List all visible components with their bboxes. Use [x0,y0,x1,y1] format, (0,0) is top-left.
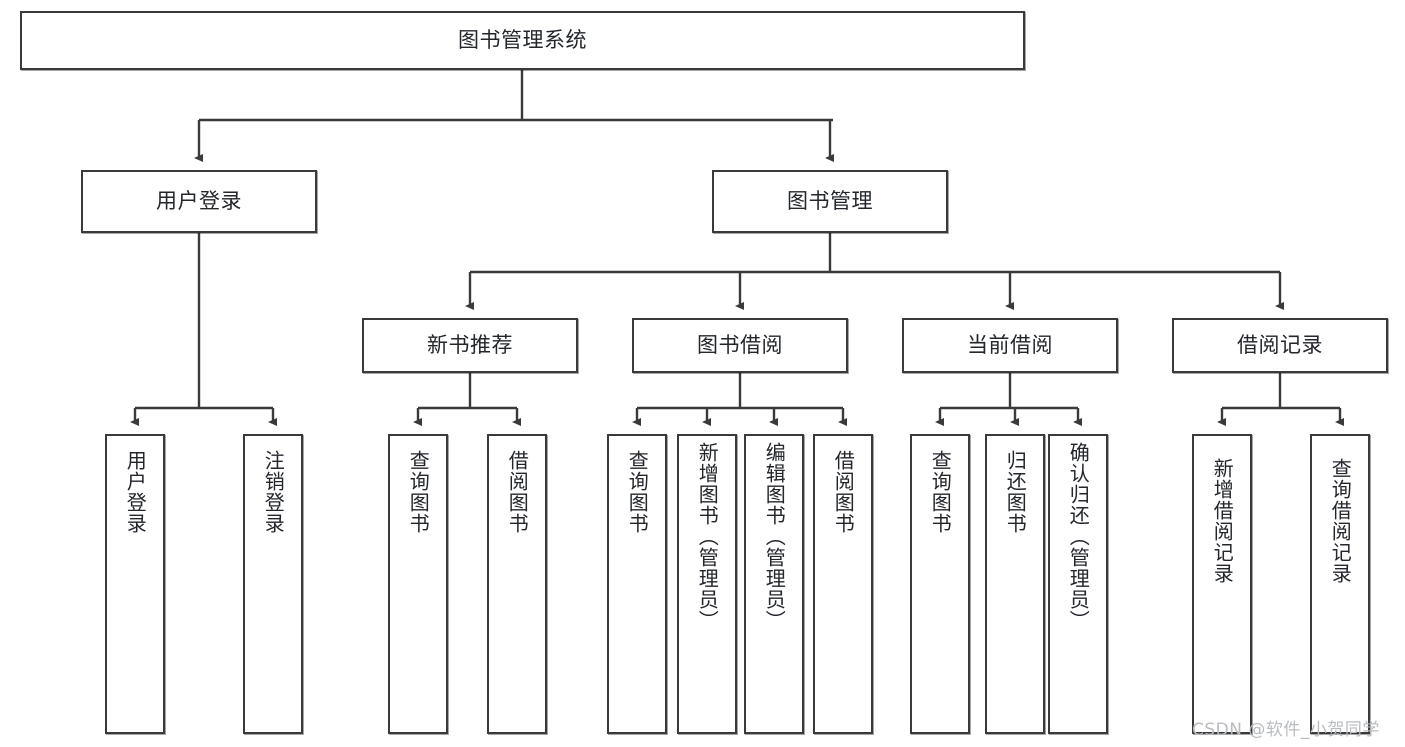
leaf-add-book-label: 新增图书（管理员） [695,442,720,631]
leaf-borrow-book-2-label: 借阅图书 [831,450,856,534]
leaf-add-record[interactable]: 新增借阅记录 [1192,434,1252,734]
node-root[interactable]: 图书管理系统 [20,11,1025,70]
node-book-manage-label: 图书管理 [787,189,873,214]
node-user-login-label: 用户登录 [156,189,242,214]
node-book-borrow[interactable]: 图书借阅 [632,318,848,373]
node-book-manage[interactable]: 图书管理 [712,170,948,233]
node-user-login[interactable]: 用户登录 [81,170,317,233]
leaf-confirm-return[interactable]: 确认归还（管理员） [1048,434,1108,734]
leaf-user-login-label: 用户登录 [123,450,148,534]
node-borrow-record-label: 借阅记录 [1237,333,1323,358]
leaf-query-book-3[interactable]: 查询图书 [910,434,970,734]
leaf-user-logout[interactable]: 注销登录 [243,434,303,734]
leaf-add-book[interactable]: 新增图书（管理员） [677,434,737,734]
node-current-borrow[interactable]: 当前借阅 [902,318,1118,373]
leaf-query-book-1-label: 查询图书 [406,450,431,534]
node-new-book-recommend-label: 新书推荐 [427,333,513,358]
leaf-query-book-2-label: 查询图书 [625,450,650,534]
leaf-add-record-label: 新增借阅记录 [1210,458,1235,584]
leaf-query-book-1[interactable]: 查询图书 [388,434,448,734]
node-book-borrow-label: 图书借阅 [697,333,783,358]
node-root-label: 图书管理系统 [458,28,587,53]
leaf-borrow-book-2[interactable]: 借阅图书 [813,434,873,734]
leaf-user-login[interactable]: 用户登录 [105,434,165,734]
node-borrow-record[interactable]: 借阅记录 [1172,318,1388,373]
leaf-edit-book-label: 编辑图书（管理员） [762,442,787,631]
leaf-return-book[interactable]: 归还图书 [985,434,1045,734]
node-current-borrow-label: 当前借阅 [967,333,1053,358]
csdn-watermark: CSDN @软件_小贺同学 [1192,720,1380,740]
leaf-edit-book[interactable]: 编辑图书（管理员） [744,434,804,734]
leaf-confirm-return-label: 确认归还（管理员） [1066,442,1091,631]
leaf-borrow-book-1[interactable]: 借阅图书 [487,434,547,734]
leaf-query-book-2[interactable]: 查询图书 [607,434,667,734]
leaf-return-book-label: 归还图书 [1003,450,1028,534]
leaf-query-record-label: 查询借阅记录 [1328,458,1353,584]
node-new-book-recommend[interactable]: 新书推荐 [362,318,578,373]
leaf-query-record[interactable]: 查询借阅记录 [1310,434,1370,734]
leaf-query-book-3-label: 查询图书 [928,450,953,534]
leaf-borrow-book-1-label: 借阅图书 [505,450,530,534]
leaf-user-logout-label: 注销登录 [261,450,286,534]
